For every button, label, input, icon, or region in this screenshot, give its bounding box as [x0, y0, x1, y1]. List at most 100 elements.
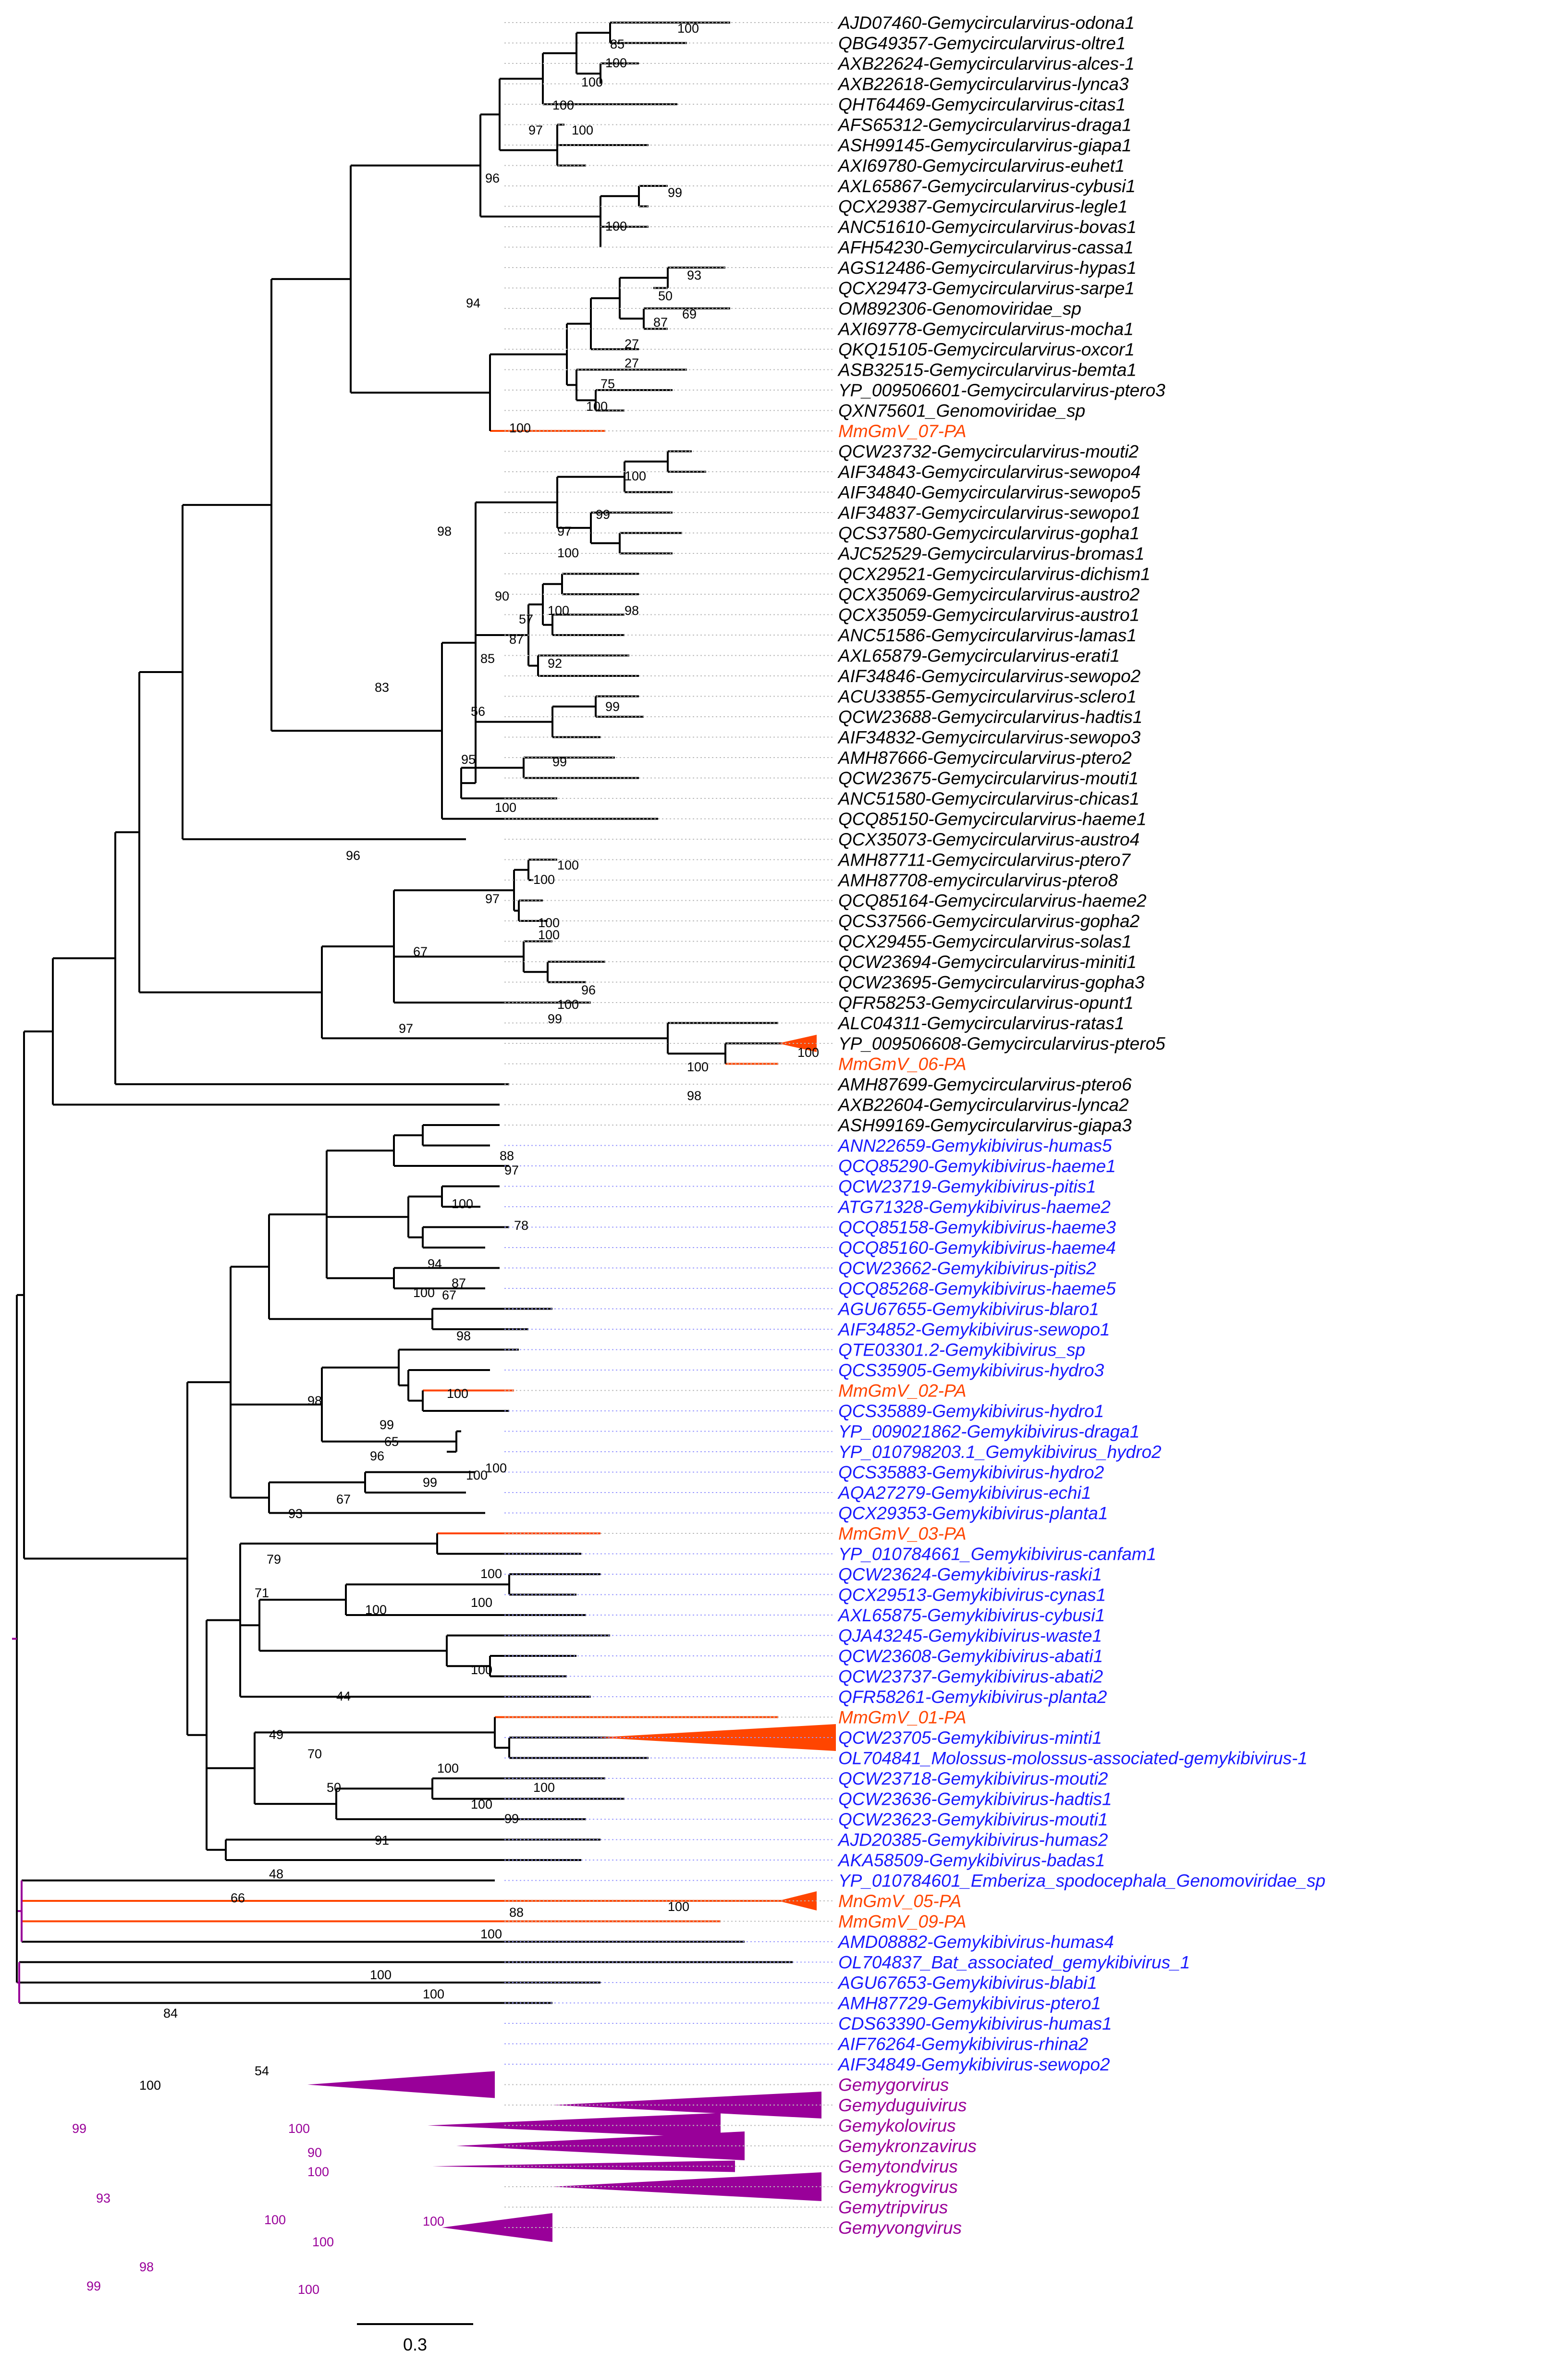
tip-label: QCX29353-Gemykibivirus-planta1	[838, 1504, 1108, 1523]
support-value: 100	[437, 1761, 459, 1775]
support-value: 67	[413, 944, 428, 959]
support-value: 100	[139, 2078, 161, 2093]
support-value: 97	[485, 892, 500, 906]
tip-label: AMH87708-emycircularvirus-ptero8	[837, 870, 1118, 890]
tip-label: ANC51586-Gemycircularvirus-lamas1	[837, 625, 1137, 645]
support-value: 27	[625, 337, 639, 351]
tip-label: QCS35889-Gemykibivirus-hydro1	[838, 1401, 1104, 1421]
support-value: 96	[370, 1449, 384, 1463]
tip-label: OL704837_Bat_associated_gemykibivirus_1	[838, 1953, 1190, 1972]
tip-label: QCW23732-Gemycircularvirus-mouti2	[838, 442, 1139, 462]
support-value: 99	[72, 2121, 86, 2136]
tip-label: Gemytripvirus	[838, 2198, 948, 2217]
support-value: 48	[269, 1867, 283, 1881]
support-value: 97	[557, 524, 572, 539]
tip-label: QCW23688-Gemycircularvirus-hadtis1	[838, 707, 1142, 727]
tip-label: QCW23623-Gemykibivirus-mouti1	[838, 1810, 1108, 1829]
tip-label: YP_009506601-Gemycircularvirus-ptero3	[838, 380, 1165, 400]
tip-label: QCQ85150-Gemycircularvirus-haeme1	[838, 809, 1147, 829]
collapsed-clade-triangle-7	[432, 2160, 735, 2172]
support-value: 100	[480, 1567, 502, 1581]
support-value: 97	[504, 1163, 519, 1177]
support-value: 87	[509, 632, 524, 647]
tip-label: AMD08882-Gemykibivirus-humas4	[837, 1932, 1114, 1952]
support-value: 99	[423, 1475, 437, 1490]
support-value: 100	[447, 1386, 468, 1401]
support-value: 93	[687, 268, 701, 282]
tip-label: AIF34846-Gemycircularvirus-sewopo2	[837, 666, 1141, 686]
tip-label: QCW23636-Gemykibivirus-hadtis1	[838, 1789, 1112, 1809]
support-value: 100	[413, 1286, 435, 1300]
tip-label: OL704841_Molossus-molossus-associated-ge…	[838, 1749, 1308, 1768]
support-value: 67	[442, 1288, 456, 1302]
tip-label: Gemyduguivirus	[838, 2095, 967, 2115]
support-value: 95	[461, 752, 476, 767]
support-value: 100	[581, 75, 603, 89]
tip-label: AGU67653-Gemykibivirus-blabi1	[837, 1973, 1097, 1993]
tip-label: AIF34837-Gemycircularvirus-sewopo1	[837, 503, 1140, 523]
tip-label: QKQ15105-Gemycircularvirus-oxcor1	[838, 340, 1135, 359]
tip-label: AXB22604-Gemycircularvirus-lynca2	[837, 1095, 1129, 1115]
tip-label: YP_009506608-Gemycircularvirus-ptero5	[838, 1034, 1165, 1053]
tip-label: QCS35905-Gemykibivirus-hydro3	[838, 1360, 1104, 1380]
support-value: 100	[797, 1045, 819, 1060]
tip-labels: AJD07460-Gemycircularvirus-odona1QBG4935…	[837, 13, 1325, 2238]
tip-label: AXB22618-Gemycircularvirus-lynca3	[837, 74, 1129, 94]
tip-label: QCQ85158-Gemykibivirus-haeme3	[838, 1218, 1116, 1237]
support-value: 78	[514, 1218, 528, 1233]
tip-label: QCX29513-Gemykibivirus-cynas1	[838, 1585, 1106, 1605]
support-value: 99	[548, 1012, 562, 1026]
support-value: 94	[428, 1257, 442, 1271]
tip-label: QCS37580-Gemycircularvirus-gopha1	[838, 524, 1139, 543]
support-value: 84	[163, 2006, 178, 2020]
support-value: 83	[375, 680, 389, 695]
support-value: 100	[538, 916, 560, 930]
collapsed-clade-triangle-4	[552, 2092, 821, 2118]
tip-label: MmGmV_01-PA	[838, 1708, 967, 1727]
tip-label: MmGmV_09-PA	[838, 1912, 967, 1932]
tip-label: AIF34843-Gemycircularvirus-sewopo4	[837, 462, 1140, 482]
tip-label: QCS37566-Gemycircularvirus-gopha2	[838, 911, 1140, 931]
tip-label: AIF34852-Gemykibivirus-sewopo1	[837, 1320, 1110, 1339]
tip-label: QFR58261-Gemykibivirus-planta2	[838, 1687, 1107, 1707]
tip-label: QCW23608-Gemykibivirus-abati1	[838, 1646, 1103, 1666]
tip-label: YP_010784661_Gemykibivirus-canfam1	[838, 1544, 1156, 1564]
tip-label: AJD07460-Gemycircularvirus-odona1	[837, 13, 1135, 33]
support-value: 27	[625, 356, 639, 370]
support-value: 100	[572, 123, 593, 137]
tip-label: AXB22624-Gemycircularvirus-alces-1	[837, 54, 1135, 73]
support-value: 66	[231, 1891, 245, 1905]
tip-label: ATG71328-Gemykibivirus-haeme2	[837, 1197, 1111, 1217]
support-value: 100	[677, 21, 699, 36]
support-value: 100	[586, 399, 608, 414]
support-value: 91	[375, 1833, 389, 1848]
support-value: 85	[480, 651, 495, 666]
support-value: 99	[605, 699, 620, 714]
support-value: 100	[370, 1968, 392, 1982]
support-value: 96	[581, 983, 596, 997]
tip-label: QCQ85268-Gemykibivirus-haeme5	[838, 1279, 1116, 1298]
support-value: 100	[485, 1461, 507, 1475]
support-value: 100	[288, 2121, 310, 2136]
support-value: 100	[423, 1987, 444, 2001]
tip-label: QCW23718-Gemykibivirus-mouti2	[838, 1769, 1108, 1788]
support-value: 100	[533, 1780, 555, 1795]
tip-label: QCQ85290-Gemykibivirus-haeme1	[838, 1156, 1116, 1176]
tip-label: QCX35073-Gemycircularvirus-austro4	[838, 830, 1139, 849]
tip-label: QCW23719-Gemykibivirus-pitis1	[838, 1177, 1096, 1197]
support-value: 100	[298, 2282, 319, 2297]
support-value: 100	[495, 800, 516, 815]
support-value: 98	[687, 1089, 701, 1103]
tip-label: AMH87666-Gemycircularvirus-ptero2	[837, 748, 1132, 768]
support-value: 99	[504, 1812, 519, 1826]
tip-label: MmGmV_06-PA	[838, 1054, 967, 1074]
tip-label: AXL65867-Gemycircularvirus-cybusi1	[837, 176, 1136, 196]
support-value: 100	[509, 421, 531, 435]
tip-label: ASB32515-Gemycircularvirus-bemta1	[837, 360, 1137, 380]
support-value: 90	[307, 2145, 322, 2160]
support-value: 100	[471, 1595, 492, 1610]
tip-label: AIF34849-Gemykibivirus-sewopo2	[837, 2055, 1110, 2074]
support-value: 87	[653, 315, 668, 330]
collapsed-clade-triangle-8	[552, 2172, 821, 2201]
tip-label: AGU67655-Gemykibivirus-blaro1	[837, 1299, 1099, 1319]
